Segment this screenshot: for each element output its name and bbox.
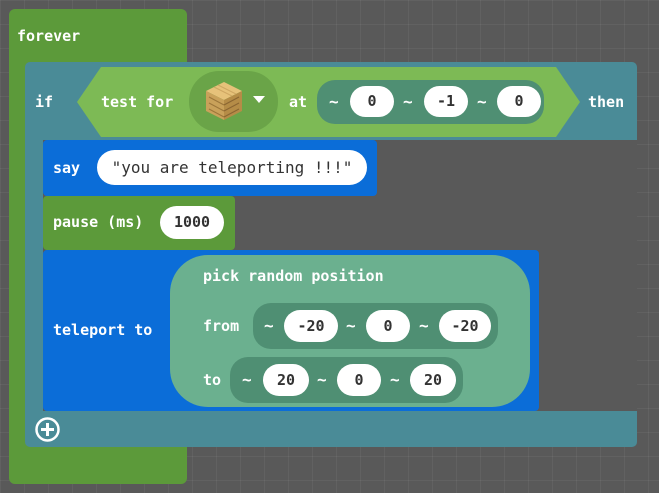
plus-circle-icon[interactable]: [35, 417, 60, 442]
tilde-y: ~: [403, 92, 413, 111]
say-label: say: [53, 159, 81, 177]
condition-y-input[interactable]: -1: [424, 86, 468, 117]
triangle-down-icon[interactable]: [253, 96, 265, 104]
to-x-input[interactable]: 20: [263, 364, 309, 396]
at-label: at: [289, 93, 308, 111]
if-label: if: [35, 93, 54, 111]
condition-z-input[interactable]: 0: [497, 86, 541, 117]
pause-label: pause (ms): [53, 213, 144, 231]
to-y-input[interactable]: 0: [337, 364, 381, 396]
from-y-input[interactable]: 0: [366, 310, 410, 342]
to-tilde-z: ~: [390, 370, 400, 389]
tilde-z: ~: [477, 92, 487, 111]
from-tilde-x: ~: [264, 316, 274, 335]
from-tilde-z: ~: [419, 316, 429, 335]
to-tilde-x: ~: [242, 370, 252, 389]
from-z-input[interactable]: -20: [439, 310, 491, 342]
pause-ms-input[interactable]: 1000: [160, 206, 224, 239]
then-label: then: [588, 93, 625, 111]
from-x-input[interactable]: -20: [284, 310, 338, 342]
tilde-x: ~: [329, 92, 339, 111]
condition-x-input[interactable]: 0: [350, 86, 394, 117]
pick-random-position-label: pick random position: [203, 267, 384, 285]
forever-label: forever: [17, 27, 81, 45]
from-tilde-y: ~: [346, 316, 356, 335]
to-label: to: [203, 371, 222, 389]
planks-block-icon: [206, 82, 242, 120]
say-message-input[interactable]: "you are teleporting !!!": [97, 150, 367, 185]
teleport-to-label: teleport to: [53, 321, 153, 339]
test-for-label: test for: [101, 93, 174, 111]
from-label: from: [203, 317, 240, 335]
to-z-input[interactable]: 20: [410, 364, 456, 396]
to-tilde-y: ~: [317, 370, 327, 389]
